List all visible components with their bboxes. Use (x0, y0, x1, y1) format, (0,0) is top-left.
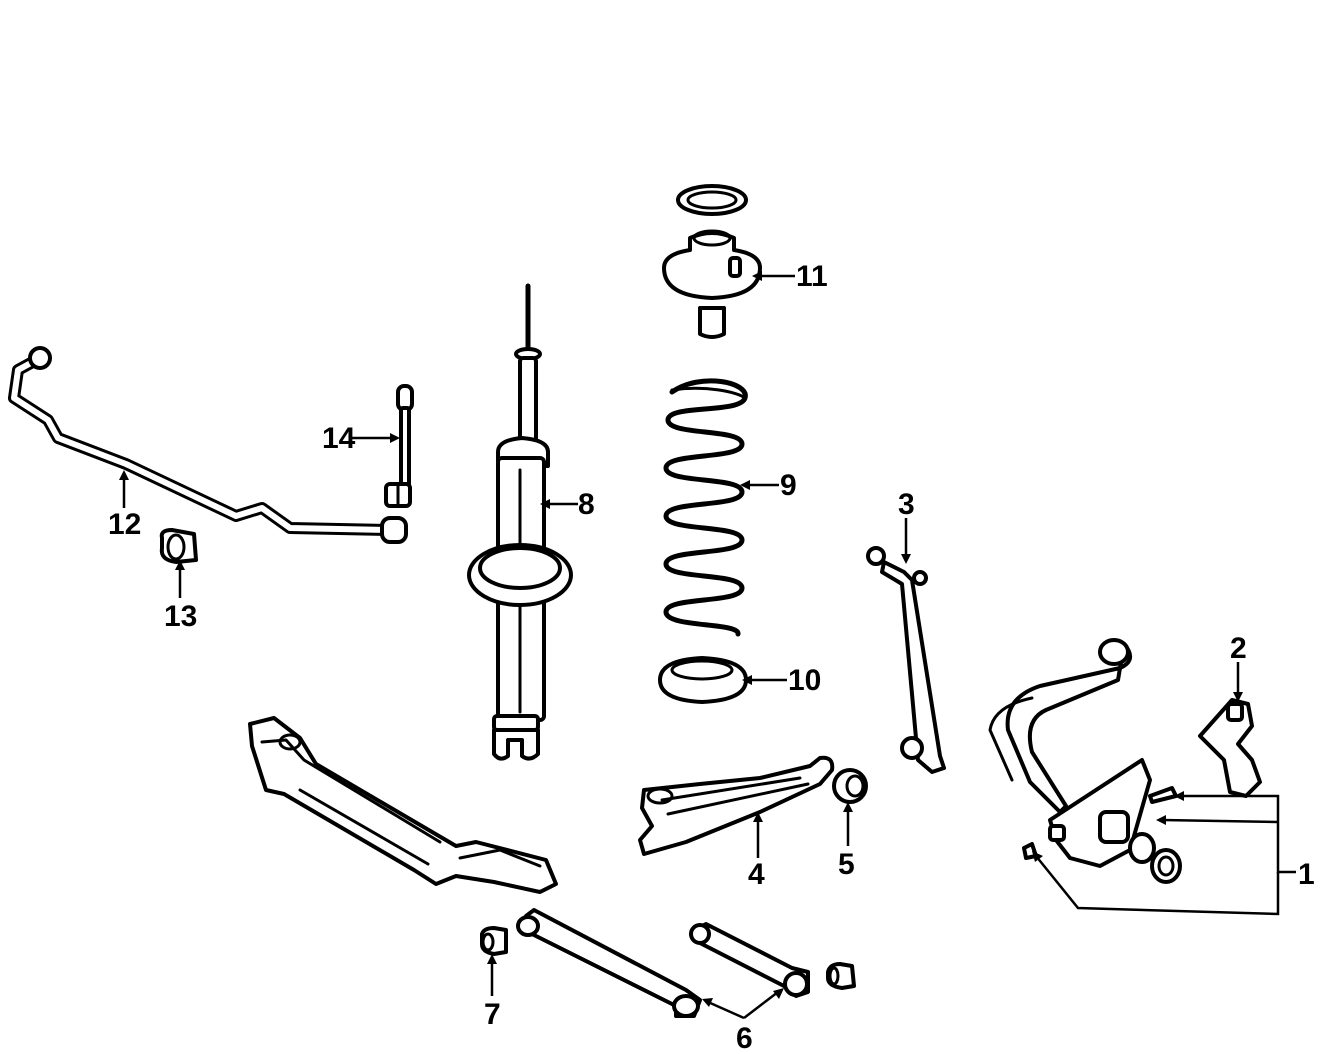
callout-4: 4 (748, 858, 765, 891)
callout-10: 10 (788, 664, 821, 697)
part-7-bushing (480, 926, 508, 956)
callout-8: 8 (578, 488, 595, 521)
callout-5: 5 (838, 848, 855, 881)
part-5-bushing (832, 768, 868, 804)
callout-1: 1 (1298, 858, 1315, 891)
callout-7: 7 (484, 998, 501, 1031)
part-4-lower-control-arm (638, 755, 835, 856)
leader-lines (119, 271, 1296, 1020)
part-13-stabilizer-bushing (159, 528, 198, 564)
part-11-spring-upper-mount (662, 184, 762, 339)
callout-11: 11 (796, 260, 828, 293)
part-9-coil-spring (663, 378, 748, 637)
part-14-stabilizer-link (384, 384, 414, 508)
callout-labels: 11 9 10 8 14 12 13 3 2 4 5 7 6 1 (108, 260, 1315, 1054)
callout-6: 6 (736, 1022, 753, 1054)
callout-12: 12 (108, 508, 141, 541)
rear-link-bushing (826, 962, 856, 990)
part-1-knuckle-assembly (988, 638, 1182, 884)
part-10-lower-spring-seat (658, 656, 748, 704)
part-8-shock-absorber (467, 283, 573, 761)
part-6-rear-links (516, 908, 810, 1018)
callout-13: 13 (164, 600, 197, 633)
callout-2: 2 (1230, 632, 1247, 665)
callout-9: 9 (780, 469, 797, 502)
callout-14: 14 (322, 422, 356, 455)
part-3-lateral-link (866, 546, 946, 774)
callout-3: 3 (898, 488, 915, 521)
part-12-stabilizer-bar (8, 346, 408, 544)
part-2-bracket (1198, 698, 1262, 798)
crossmember (248, 716, 558, 894)
